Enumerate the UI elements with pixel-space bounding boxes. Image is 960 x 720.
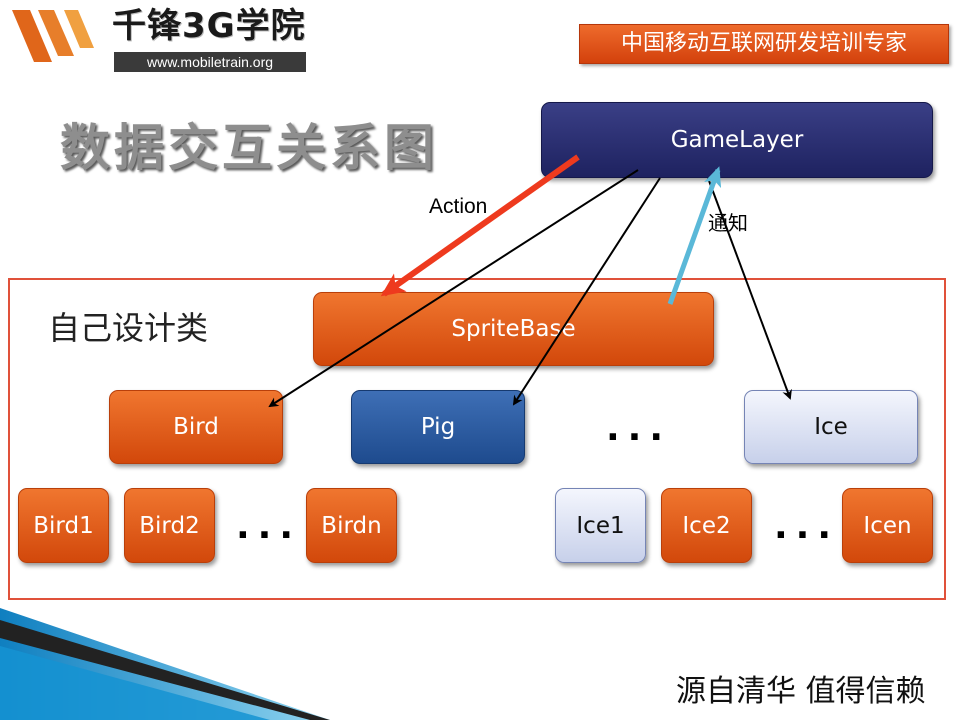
logo-mark-icon — [12, 10, 94, 62]
ellipsis-middle: ... — [606, 408, 672, 449]
node-bird2: Bird2 — [124, 488, 215, 563]
node-bird: Bird — [109, 390, 283, 464]
node-ice2: Ice2 — [661, 488, 752, 563]
node-bird1: Bird1 — [18, 488, 109, 563]
corner-swoosh-decoration — [0, 608, 330, 720]
node-gamelayer: GameLayer — [541, 102, 933, 178]
footer-tagline: 源自清华 值得信赖 — [676, 674, 926, 709]
node-pig: Pig — [351, 390, 525, 464]
ellipsis-ices: ... — [774, 506, 840, 547]
node-icen: Icen — [842, 488, 933, 563]
logo-url: www.mobiletrain.org — [114, 52, 306, 72]
node-ice1: Ice1 — [555, 488, 646, 563]
ellipsis-birds: ... — [236, 506, 302, 547]
slide-title: 数据交互关系图 — [60, 119, 438, 177]
label-notify: 通知 — [708, 211, 748, 235]
node-spritebase: SpriteBase — [313, 292, 714, 366]
logo-name: 千锋3G学院 — [112, 6, 306, 46]
node-ice: Ice — [744, 390, 918, 464]
label-action: Action — [429, 195, 488, 218]
slogan-banner: 中国移动互联网研发培训专家 — [579, 24, 949, 64]
node-birdn: Birdn — [306, 488, 397, 563]
frame-label: 自己设计类 — [48, 309, 209, 347]
